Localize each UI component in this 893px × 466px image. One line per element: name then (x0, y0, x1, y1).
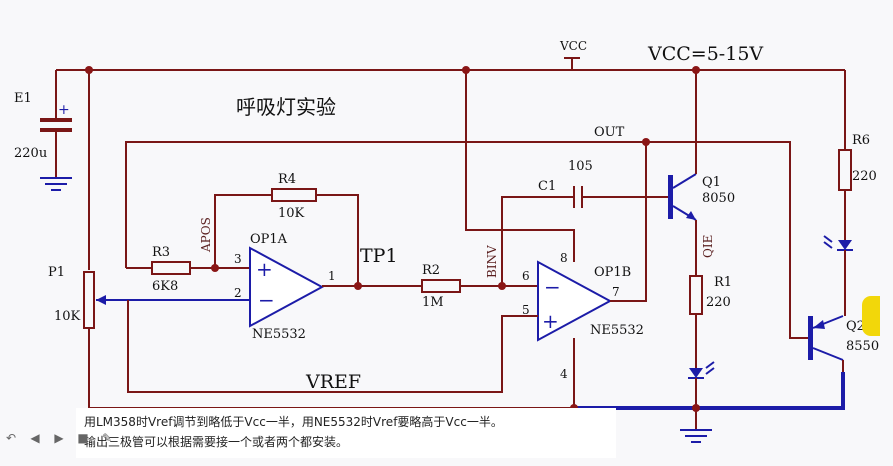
vcc-symbol (564, 57, 580, 70)
note-line-2: 输出三极管可以根据需要接一个或者两个都安装。 (84, 435, 349, 449)
r3-value: 6K8 (152, 279, 178, 294)
side-handle[interactable] (862, 296, 880, 336)
q1-ref: Q1 (702, 175, 721, 190)
p1-wiper-arrow (96, 295, 106, 305)
q2-value: 8550 (846, 339, 879, 354)
play-icon[interactable]: ▶ (54, 431, 64, 445)
qie-net-label: QIE (701, 235, 715, 258)
junction (462, 66, 470, 74)
r6-value: 220 (852, 169, 877, 184)
ground-rail (574, 372, 845, 410)
q1-emitter-arrow (686, 211, 696, 220)
junction (85, 66, 93, 74)
p1-body (83, 271, 95, 329)
junction (354, 282, 362, 290)
c1-ref: C1 (538, 179, 556, 194)
e1-value: 220u (14, 146, 47, 161)
r2-ref: R2 (422, 263, 440, 278)
vref-net-label: VREF (305, 371, 361, 393)
op1b-pin8: 8 (560, 251, 568, 265)
q1-ground (680, 429, 712, 443)
led1-symbol (689, 368, 703, 378)
diagram-title: 呼吸灯实验 (236, 95, 336, 119)
q2-ref: Q2 (846, 319, 865, 334)
q1-value: 8050 (702, 191, 735, 206)
stop-icon[interactable]: ■ (77, 431, 89, 445)
r4-ref: R4 (278, 172, 296, 187)
out-net-label: OUT (594, 125, 625, 140)
vcc-range-label: VCC=5-15V (647, 43, 763, 65)
video-player-controls: ↶ ◀ ▶ ■ ✎ (4, 430, 114, 446)
op1b-pin7: 7 (612, 285, 620, 299)
r3-ref: R3 (152, 245, 170, 260)
op1a-pin3: 3 (234, 252, 242, 266)
e1-ref: E1 (14, 91, 32, 106)
junction (692, 66, 700, 74)
op1b-triangle (537, 260, 613, 342)
op1a-ref: OP1A (250, 232, 288, 247)
vcc-label: VCC (559, 39, 587, 53)
rewind-icon[interactable]: ↶ (5, 431, 17, 445)
op1b-ref: OP1B (594, 265, 631, 280)
tp1-net-label: TP1 (360, 245, 398, 267)
op1a-part: NE5532 (252, 327, 306, 342)
r2-value: 1M (422, 295, 444, 310)
p1-ref: P1 (48, 265, 65, 280)
e1-plus-sign: + (58, 102, 70, 118)
junction (498, 282, 506, 290)
e1-ground (40, 177, 72, 191)
op1a-pin1: 1 (328, 269, 336, 283)
q1-base-bar (668, 175, 673, 219)
apos-net-label: APOS (199, 217, 213, 253)
r1-body (689, 275, 703, 315)
q2-base-bar (808, 316, 813, 360)
op1b-pin5: 5 (522, 303, 530, 317)
op1a-triangle (249, 246, 325, 328)
r6-body (838, 149, 852, 191)
e1-plate-positive (40, 118, 72, 122)
r4-body (271, 188, 317, 202)
op1a-plus: + (256, 257, 273, 281)
junction (211, 264, 219, 272)
op1a-minus: − (258, 288, 275, 312)
op1b-pin4: 4 (560, 367, 568, 381)
r4-value: 10K (278, 206, 305, 221)
op1b-part: NE5532 (590, 323, 644, 338)
r3-body (151, 261, 191, 275)
r6-ref: R6 (852, 133, 870, 148)
r1-ref: R1 (714, 275, 732, 290)
op1a-pin2: 2 (234, 286, 242, 300)
c1-value: 105 (568, 159, 593, 174)
p1-value: 10K (54, 309, 81, 324)
out-feedback-wire (125, 141, 808, 339)
led2-symbol (838, 240, 852, 250)
junction (692, 404, 700, 412)
r1-value: 220 (706, 295, 731, 310)
note-line-1: 用LM358时Vref调节到略低于Vcc一半，用NE5532时Vref要略高于V… (84, 415, 503, 429)
binv-net-label: BINV (485, 245, 499, 278)
e1-plate-negative (40, 128, 72, 132)
op1b-plus: + (542, 309, 559, 333)
r2-body (421, 279, 461, 293)
note-box: 用LM358时Vref调节到略低于Vcc一半，用NE5532时Vref要略高于V… (76, 408, 616, 458)
op1b-minus: − (544, 275, 561, 299)
vref-wire (127, 300, 538, 393)
edit-icon[interactable]: ✎ (101, 431, 113, 445)
junction (642, 138, 650, 146)
back-icon[interactable]: ◀ (30, 431, 40, 445)
q2-emitter-arrow (813, 320, 825, 329)
op1b-pin6: 6 (522, 269, 530, 283)
